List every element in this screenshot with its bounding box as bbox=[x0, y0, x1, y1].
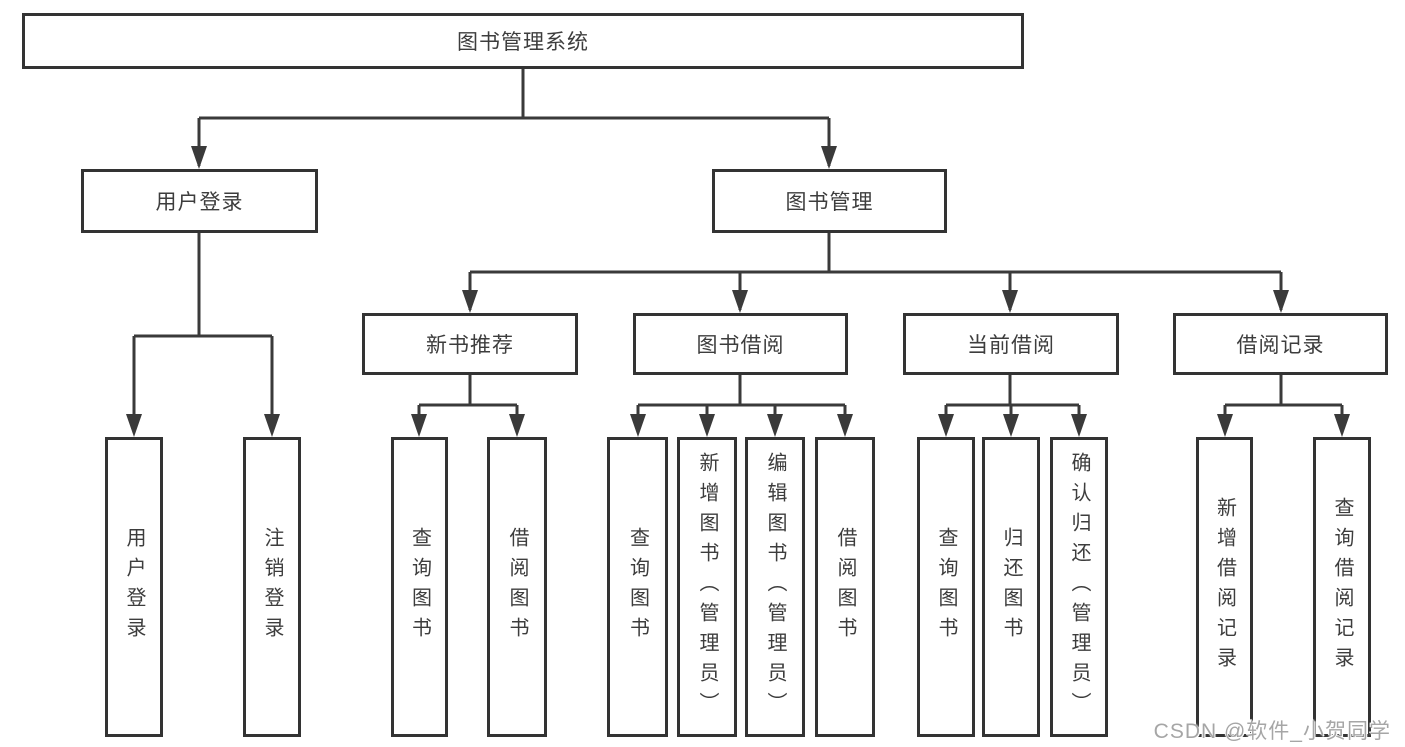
leaf-label: 归还图书 bbox=[1000, 527, 1022, 647]
node-query-books-g1: 查询图书 bbox=[607, 437, 668, 737]
node-borrow-books-g1: 借阅图书 bbox=[815, 437, 875, 737]
node-return-books: 归还图书 bbox=[982, 437, 1040, 737]
node-borrow-records: 借阅记录 bbox=[1173, 313, 1388, 375]
leaf-label: 查询借阅记录 bbox=[1331, 497, 1353, 677]
node-root-label: 图书管理系统 bbox=[457, 31, 589, 54]
leaf-label: 借阅图书 bbox=[506, 527, 528, 647]
node-query-borrow-record: 查询借阅记录 bbox=[1313, 437, 1371, 737]
node-book-management-label: 图书管理 bbox=[785, 191, 874, 214]
node-borrow-records-label: 借阅记录 bbox=[1236, 334, 1325, 357]
node-add-books-admin: 新增图书（管理员） bbox=[677, 437, 737, 737]
node-new-book-recommend: 新书推荐 bbox=[362, 313, 578, 375]
node-current-borrow: 当前借阅 bbox=[903, 313, 1119, 375]
leaf-label: 查询图书 bbox=[408, 527, 431, 647]
node-logout-leaf: 注销登录 bbox=[243, 437, 301, 737]
node-new-book-recommend-label: 新书推荐 bbox=[426, 334, 514, 357]
node-root: 图书管理系统 bbox=[22, 13, 1024, 69]
node-book-borrow: 图书借阅 bbox=[633, 313, 848, 375]
node-user-login-branch: 用户登录 bbox=[81, 169, 318, 233]
node-user-login-leaf: 用户登录 bbox=[105, 437, 163, 737]
leaf-label: 借阅图书 bbox=[834, 527, 856, 647]
node-book-borrow-label: 图书借阅 bbox=[696, 334, 785, 357]
leaf-label: 注销登录 bbox=[261, 527, 283, 647]
node-book-management: 图书管理 bbox=[712, 169, 947, 233]
node-add-borrow-record: 新增借阅记录 bbox=[1196, 437, 1253, 737]
node-current-borrow-label: 当前借阅 bbox=[967, 334, 1055, 357]
leaf-label: 新增借阅记录 bbox=[1213, 497, 1236, 677]
leaf-label: 查询图书 bbox=[626, 527, 649, 647]
csdn-watermark: CSDN @软件_小贺同学 bbox=[1153, 720, 1391, 743]
leaf-label: 确认归还（管理员） bbox=[1068, 452, 1090, 722]
node-user-login-branch-label: 用户登录 bbox=[155, 191, 244, 214]
node-confirm-return-admin: 确认归还（管理员） bbox=[1050, 437, 1108, 737]
arrowhead-icons bbox=[126, 146, 1350, 437]
leaf-label: 用户登录 bbox=[123, 527, 145, 647]
node-query-books-g0: 查询图书 bbox=[391, 437, 448, 737]
node-borrow-books-g0: 借阅图书 bbox=[487, 437, 547, 737]
node-edit-books-admin: 编辑图书（管理员） bbox=[745, 437, 805, 737]
leaf-label: 编辑图书（管理员） bbox=[764, 452, 786, 722]
leaf-label: 新增图书（管理员） bbox=[696, 452, 718, 722]
leaf-label: 查询图书 bbox=[935, 527, 957, 647]
node-query-books-g2: 查询图书 bbox=[917, 437, 975, 737]
